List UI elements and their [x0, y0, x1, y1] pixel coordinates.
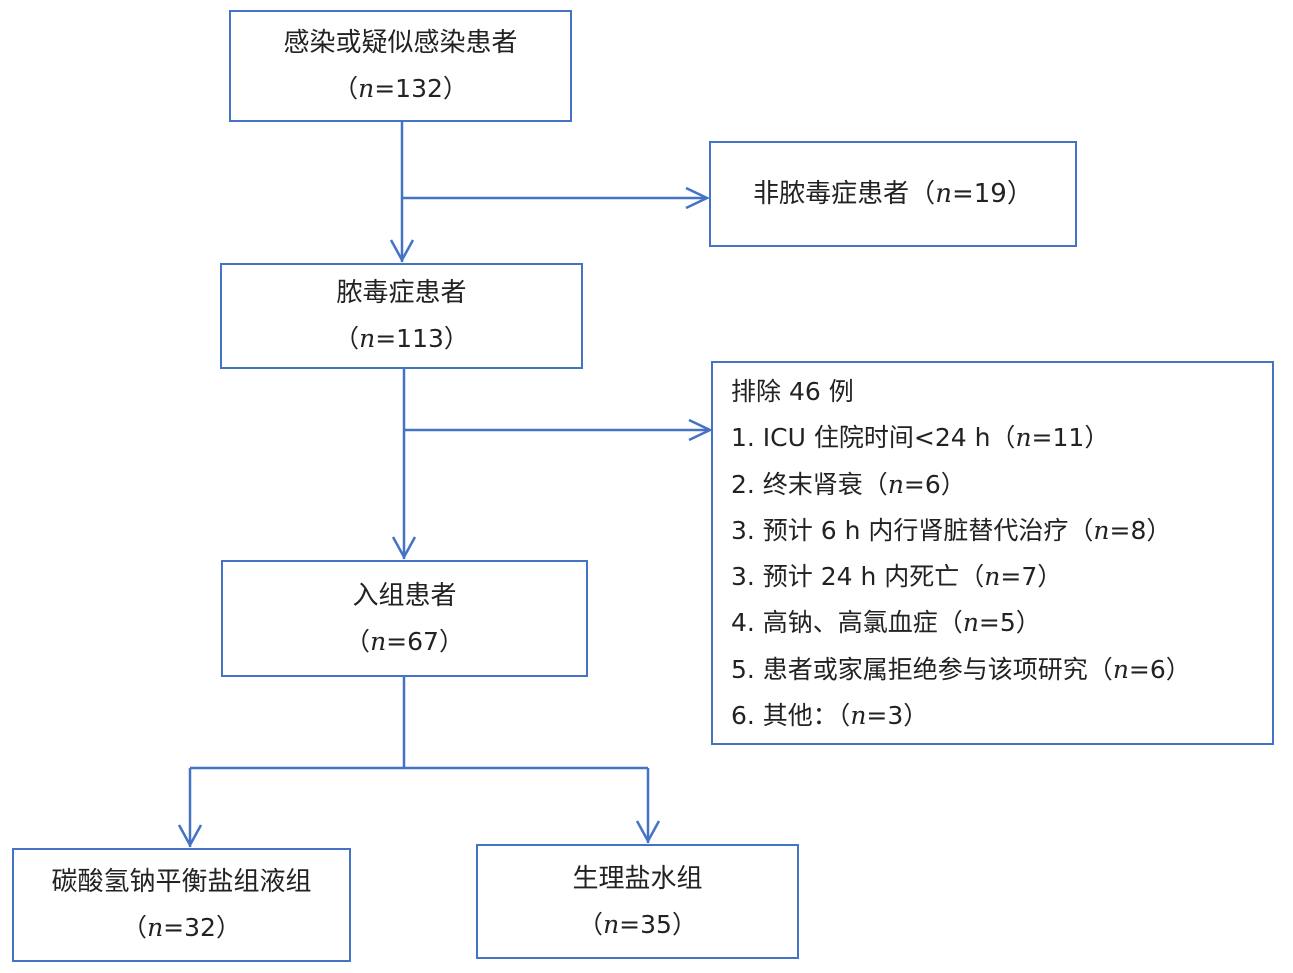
bicarbonate-group-box: 碳酸氢钠平衡盐组液组 （n=32） — [12, 848, 351, 962]
arrowhead-exclusion — [688, 418, 713, 442]
arrowhead-bicarbonate — [177, 824, 203, 848]
sepsis-patients-count: （n=113） — [334, 324, 469, 353]
non-sepsis-patients-label: 非脓毒症患者（n=19） — [753, 179, 1033, 209]
exclusion-item: 2. 终末肾衰（n=6） — [731, 469, 966, 499]
exclusion-item: 4. 高钠、高氯血症（n=5） — [731, 608, 1041, 638]
exclusion-item: 5. 患者或家属拒绝参与该项研究（n=6） — [731, 654, 1191, 684]
exclusion-title: 排除 46 例 — [731, 377, 854, 406]
enrolled-patients-count: （n=67） — [345, 626, 464, 656]
exclusion-box: 排除 46 例 1. ICU 住院时间<24 h（n=11） 2. 终末肾衰（n=… — [711, 361, 1274, 745]
arrowhead-non-sepsis — [685, 186, 710, 210]
non-sepsis-patients-box: 非脓毒症患者（n=19） — [709, 141, 1077, 247]
saline-group-count: （n=35） — [578, 909, 697, 939]
arrowhead-sepsis — [389, 239, 415, 263]
arrowhead-saline — [635, 820, 661, 844]
exclusion-item: 3. 预计 24 h 内死亡（n=7） — [731, 562, 1063, 592]
enrolled-patients-title: 入组患者 — [352, 580, 457, 611]
exclusion-list: 1. ICU 住院时间<24 h（n=11） 2. 终末肾衰（n=6） 3. 预计 … — [731, 415, 1262, 739]
bicarbonate-group-count: （n=32） — [122, 913, 241, 942]
saline-group-title: 生理盐水组 — [572, 863, 703, 894]
arrowhead-enrolled — [391, 536, 417, 560]
exclusion-item: 6. 其他：（n=3） — [731, 701, 929, 731]
infected-patients-title: 感染或疑似感染患者 — [283, 28, 518, 58]
saline-group-box: 生理盐水组 （n=35） — [476, 844, 799, 959]
exclusion-item: 1. ICU 住院时间<24 h（n=11） — [731, 423, 1110, 453]
bicarbonate-group-title: 碳酸氢钠平衡盐组液组 — [51, 867, 312, 897]
enrolled-patients-box: 入组患者 （n=67） — [221, 560, 588, 677]
sepsis-patients-title: 脓毒症患者 — [336, 278, 467, 308]
infected-patients-box: 感染或疑似感染患者 （n=132） — [229, 10, 572, 122]
infected-patients-count: （n=132） — [333, 74, 468, 103]
exclusion-item: 3. 预计 6 h 内行肾脏替代治疗（n=8） — [731, 515, 1172, 545]
sepsis-patients-box: 脓毒症患者 （n=113） — [220, 263, 583, 369]
